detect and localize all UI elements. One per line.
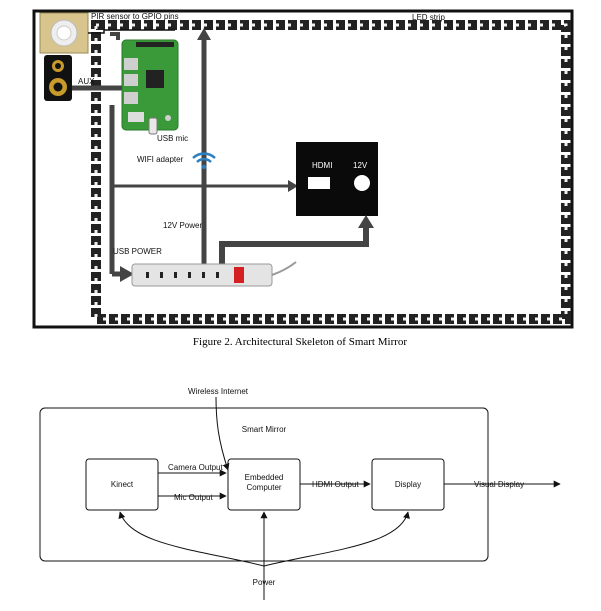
aux-label: AUX	[78, 77, 95, 86]
raspberry-pi-board	[121, 39, 179, 131]
usb-power-arrowhead	[120, 266, 134, 282]
kinect-label: Kinect	[111, 480, 134, 489]
wifi-icon	[192, 152, 216, 170]
top-figure: PIR sensor to GPIO pins AUX USB mic	[32, 9, 574, 329]
wifi-adapter-label: WIFI adapter	[137, 155, 184, 164]
display-device	[296, 142, 378, 216]
hdmi-port-label: HDMI	[312, 161, 332, 170]
power-strip	[131, 263, 273, 287]
pi-top-cable	[110, 32, 120, 40]
display-power-cable	[219, 226, 369, 268]
smart-mirror-label: Smart Mirror	[242, 425, 287, 434]
power-cord	[271, 261, 297, 276]
led-strip-label: LED strip	[412, 13, 445, 22]
speaker-icon	[44, 55, 72, 101]
mirror-frame	[32, 9, 574, 329]
kinect-box	[85, 458, 159, 511]
power-12v-arrowhead	[197, 28, 211, 40]
hdmi-output-label: HDMI Output	[312, 480, 359, 489]
power-to-display-arrow	[263, 511, 410, 567]
embedded-label-line1: Embedded	[245, 473, 284, 482]
embedded-label-line2: Computer	[246, 483, 281, 492]
figure-caption: Figure 2. Architectural Skeleton of Smar…	[193, 336, 407, 348]
usb-mic-label: USB mic	[157, 134, 188, 143]
power-switch-icon	[234, 267, 244, 283]
pir-label: PIR sensor to GPIO pins	[91, 12, 179, 21]
mic-output-label: Mic Output	[174, 493, 213, 502]
display-label: Display	[395, 480, 421, 489]
wireless-internet-arrow	[215, 396, 230, 471]
usb-mic-icon	[148, 117, 158, 135]
v12-port-label: 12V	[353, 161, 368, 170]
usb-power-label: USB POWER	[113, 247, 162, 256]
camera-output-label: Camera Output	[168, 463, 223, 472]
pir-wire	[88, 29, 175, 34]
hdmi-arrowhead	[288, 180, 298, 192]
pir-sensor-icon	[39, 12, 89, 54]
bottom-figure	[39, 396, 561, 600]
led-strip	[91, 20, 571, 324]
display-power-arrowhead	[358, 215, 374, 228]
power-12v-label: 12V Power	[163, 221, 202, 230]
power-to-kinect-arrow	[118, 511, 265, 567]
wireless-internet-label: Wireless Internet	[188, 387, 249, 396]
power-label: Power	[253, 578, 276, 587]
visual-display-label: Visual Display	[474, 480, 524, 489]
